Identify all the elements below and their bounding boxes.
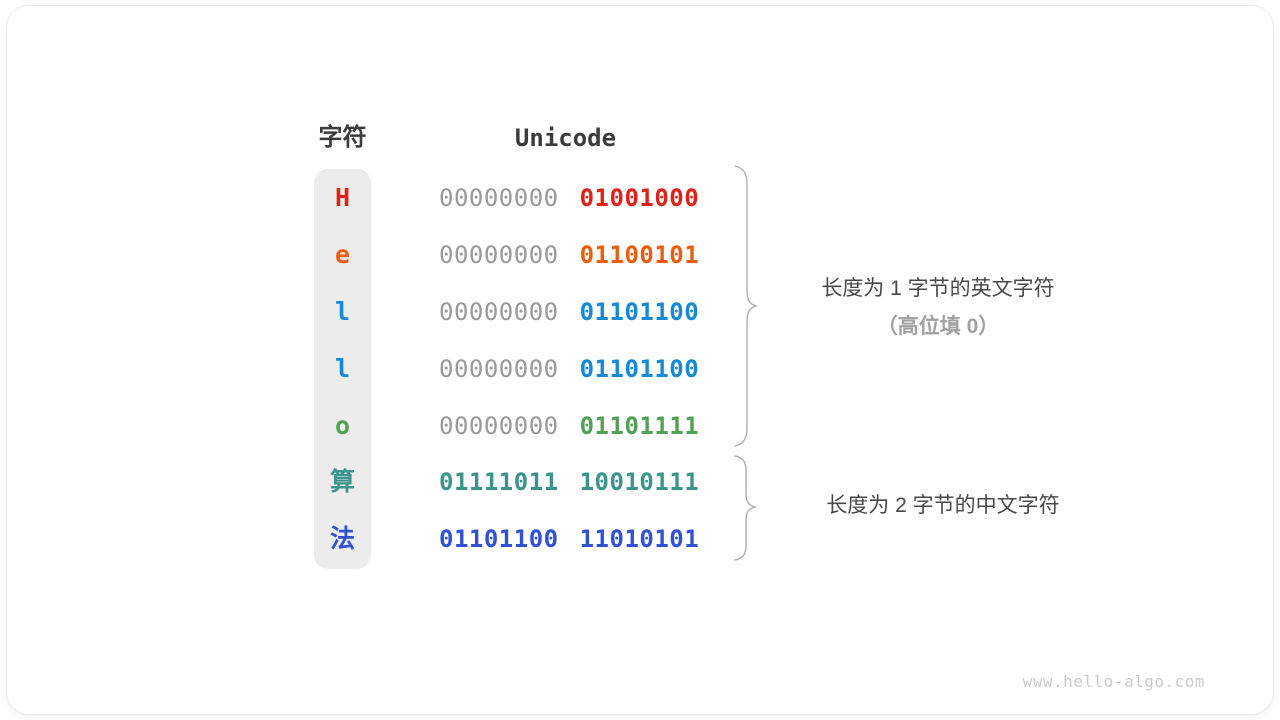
char-cell: H	[334, 183, 351, 212]
low-byte: 01101100	[579, 355, 700, 383]
watermark-url: www.hello-algo.com	[1022, 672, 1205, 691]
binary-value: 00000000 01101111	[439, 398, 699, 454]
high-byte: 00000000	[439, 241, 559, 269]
low-byte: 01100101	[579, 241, 700, 269]
low-byte: 11010101	[579, 525, 700, 553]
english-annotation-line1: 长度为 1 字节的英文字符	[821, 277, 1055, 300]
english-chars-annotation: 长度为 1 字节的英文字符 （高位填 0）	[775, 270, 1101, 346]
diagram-card: 字符 Unicode H 00000000 01001000 e 00000000…	[7, 6, 1273, 714]
binary-value: 00000000 01001000	[439, 170, 699, 226]
binary-value: 00000000 01101100	[439, 284, 699, 340]
char-cell: l	[334, 354, 351, 383]
low-byte: 01001000	[579, 184, 700, 212]
char-cell: 法	[329, 524, 355, 553]
high-byte: 00000000	[439, 184, 559, 212]
encoding-row-l2: l 00000000 01101100	[7, 341, 1273, 397]
chinese-chars-annotation: 长度为 2 字节的中文字符	[775, 487, 1111, 525]
char-column-background	[314, 169, 371, 569]
high-byte: 00000000	[439, 355, 559, 383]
binary-value: 00000000 01100101	[439, 227, 699, 283]
char-cell: 算	[329, 467, 355, 496]
low-byte: 01101111	[579, 412, 700, 440]
encoding-row-o: o 00000000 01101111	[7, 398, 1273, 454]
unicode-column-header: Unicode	[514, 124, 617, 152]
chinese-annotation-line1: 长度为 2 字节的中文字符	[826, 494, 1060, 517]
encoding-row-h: H 00000000 01001000	[7, 170, 1273, 226]
char-column-header: 字符	[318, 124, 367, 151]
binary-value: 01111011 10010111	[439, 454, 699, 510]
high-byte: 00000000	[439, 298, 559, 326]
char-cell: e	[334, 240, 351, 269]
char-cell: o	[334, 411, 351, 440]
encoding-row-l1: l 00000000 01101100	[7, 284, 1273, 340]
encoding-row-fa: 法 01101100 11010101	[7, 511, 1273, 567]
english-annotation-line2: （高位填 0）	[876, 315, 1000, 338]
high-byte: 01111011	[439, 468, 559, 496]
low-byte: 01101100	[579, 298, 700, 326]
binary-value: 00000000 01101100	[439, 341, 699, 397]
char-cell: l	[334, 297, 351, 326]
binary-value: 01101100 11010101	[439, 511, 699, 567]
low-byte: 10010111	[579, 468, 700, 496]
encoding-row-suan: 算 01111011 10010111	[7, 454, 1273, 510]
unicode-encoding-diagram: 字符 Unicode H 00000000 01001000 e 00000000…	[7, 6, 1273, 714]
curly-brace-english-group	[734, 165, 759, 447]
encoding-row-e: e 00000000 01100101	[7, 227, 1273, 283]
high-byte: 01101100	[439, 525, 559, 553]
curly-brace-chinese-group	[734, 455, 758, 561]
high-byte: 00000000	[439, 412, 559, 440]
